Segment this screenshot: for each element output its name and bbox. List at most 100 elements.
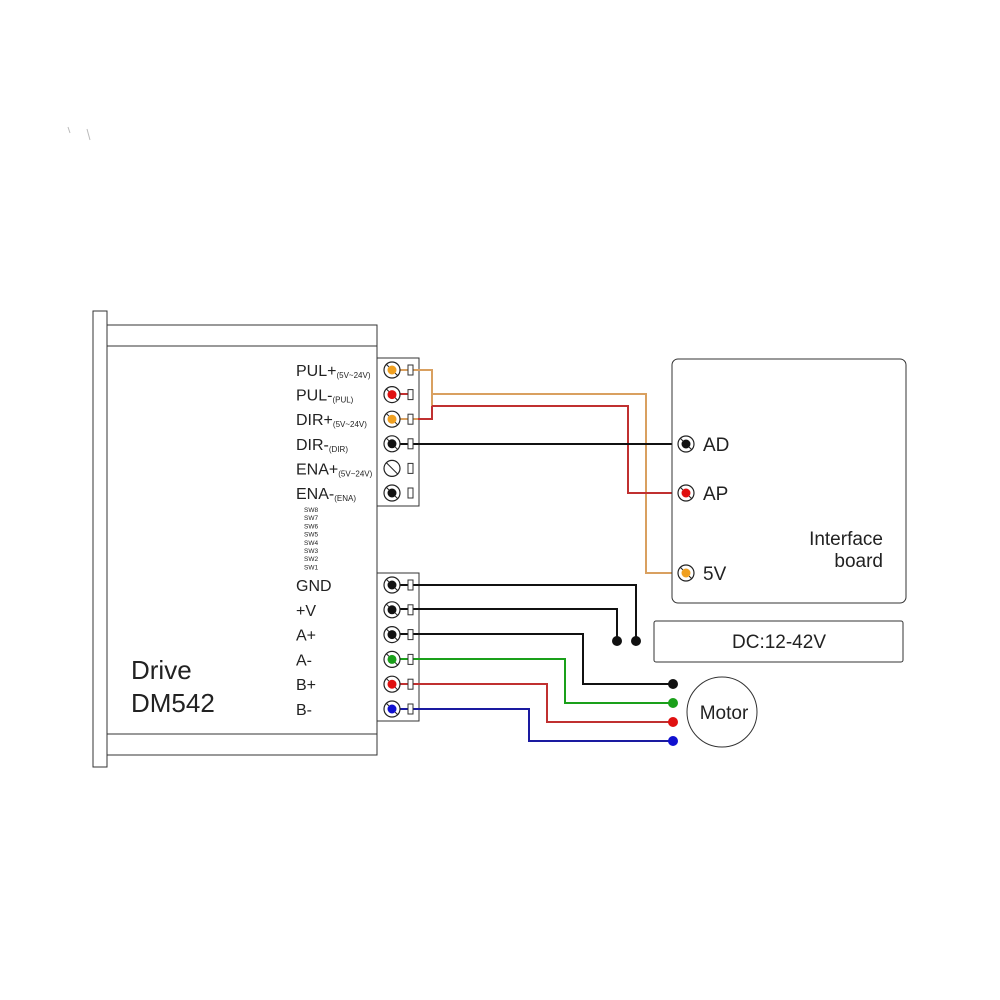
signal-terminal-0-screw-slot (407, 364, 414, 376)
switch-label: SW2 (304, 556, 318, 563)
switch-label: SW3 (304, 548, 318, 555)
switch-label: SW6 (304, 523, 318, 530)
signal-terminal-3-screw-slot (407, 438, 414, 450)
signal-terminal-5-dot (387, 488, 397, 498)
interface-board-title-line1: Interface (809, 529, 883, 550)
power-terminal-1 (383, 601, 414, 619)
power-supply-box (653, 620, 904, 663)
board-terminal-dot (681, 568, 691, 578)
switch-label: SW4 (304, 540, 318, 547)
motor-outline (686, 676, 758, 748)
power-supply-label: DC:12-42V (732, 632, 826, 653)
signal-terminal-0-dot (387, 365, 397, 375)
board-pin-label: AP (703, 484, 728, 505)
board-terminal-dot (681, 439, 691, 449)
signal-pin-sublabel: (DIR) (329, 445, 348, 454)
signal-pin-sublabel: (5V~24V) (333, 420, 367, 429)
power-terminal-0 (383, 576, 414, 594)
signal-terminal-4-screw-slot (407, 462, 414, 474)
board-pin-label: AD (703, 435, 729, 456)
power-terminal-4 (383, 675, 414, 693)
power-supply: DC:12-42V (653, 620, 904, 663)
signal-pin-sublabel: (ENA) (334, 494, 356, 503)
power-terminal-4-dot (387, 679, 397, 689)
drive-title-line1: Drive (131, 655, 192, 685)
signal-terminal-2-dot (387, 414, 397, 424)
wire-ap-link (418, 406, 433, 420)
wire-5v (432, 393, 686, 574)
power-terminal-4-screw-slot (407, 678, 414, 690)
switch-label: SW1 (304, 564, 318, 571)
power-terminal-5-dot (387, 704, 397, 714)
motor-lead-b-plus (668, 717, 678, 727)
board-pin-label: 5V (703, 564, 727, 585)
wire-b-minus (392, 708, 673, 742)
signal-pin-sublabel: (5V~24V) (338, 469, 372, 478)
power-pin-label: A- (296, 652, 312, 669)
wire-gnd (392, 584, 637, 641)
power-pin-label: B- (296, 702, 312, 719)
signal-terminal-3 (383, 435, 414, 453)
interface-board-pin-group: AD AP 5V (677, 435, 729, 585)
power-pin-label: B+ (296, 677, 316, 694)
motor-lead-a-minus (668, 698, 678, 708)
board-terminal-dot (681, 488, 691, 498)
wire-a-minus (392, 658, 673, 704)
signal-terminal-block (376, 357, 420, 507)
wire-vplus (392, 608, 618, 641)
signal-terminal-5-screw-slot (407, 487, 414, 499)
power-pin-label: A+ (296, 628, 316, 645)
power-pin-label: +V (296, 603, 316, 620)
power-terminal-2-dot (387, 630, 397, 640)
power-terminal-5 (383, 700, 414, 718)
wire-a-plus (392, 633, 673, 685)
interface-board-title-line2: board (834, 551, 883, 572)
signal-pin-sublabel: (5V~24V) (336, 371, 370, 380)
board-terminal-0: AD (677, 435, 729, 456)
power-terminal-0-screw-slot (407, 579, 414, 591)
power-terminal-2 (383, 625, 414, 644)
board-terminal-2: 5V (677, 564, 727, 585)
drive-body (106, 324, 378, 756)
drive-mount-flange (92, 310, 108, 768)
signal-terminal-1 (383, 386, 414, 404)
switch-label: SW5 (304, 532, 318, 539)
power-terminal-0-dot (387, 580, 397, 590)
switch-label: SW8 (304, 507, 318, 514)
drive-title-line2: DM542 (131, 688, 215, 718)
board-terminal-1: AP (677, 484, 728, 505)
signal-pin-sublabel: (PUL) (332, 396, 353, 405)
motor-label: Motor (700, 703, 749, 724)
signal-terminal-3-dot (387, 439, 397, 449)
supply-terminal-vplus (612, 636, 622, 646)
supply-terminal-gnd (631, 636, 641, 646)
power-terminal-5-screw-slot (407, 703, 414, 715)
signal-terminal-1-dot (387, 390, 397, 400)
motor-lead-b-minus (668, 736, 678, 746)
power-terminal-3-screw-slot (407, 653, 414, 665)
signal-terminal-4-slot (385, 462, 399, 475)
power-terminal-1-screw-slot (407, 604, 414, 616)
signal-terminal-4 (383, 459, 414, 477)
motor-lead-a-plus (668, 679, 678, 689)
drive-unit: Drive DM542 (92, 310, 378, 768)
signal-terminal-2-screw-slot (407, 413, 414, 425)
interface-board-outline (671, 358, 907, 604)
power-terminal-2-screw-slot (407, 629, 414, 641)
interface-board: Interface board (671, 358, 907, 604)
power-terminal-1-dot (387, 605, 397, 615)
power-pin-group: GND +V A+ A- B+ B- (296, 576, 414, 719)
power-terminal-3 (383, 650, 414, 669)
power-pin-label: GND (296, 578, 332, 595)
wires (392, 369, 686, 742)
power-terminal-3-dot (387, 654, 397, 664)
signal-terminal-1-screw-slot (407, 389, 414, 401)
signal-terminal-0 (383, 361, 414, 379)
signal-terminal-2 (383, 410, 414, 428)
switch-label: SW7 (304, 515, 318, 522)
signal-terminal-5 (383, 484, 414, 502)
motor: Motor (686, 676, 758, 748)
